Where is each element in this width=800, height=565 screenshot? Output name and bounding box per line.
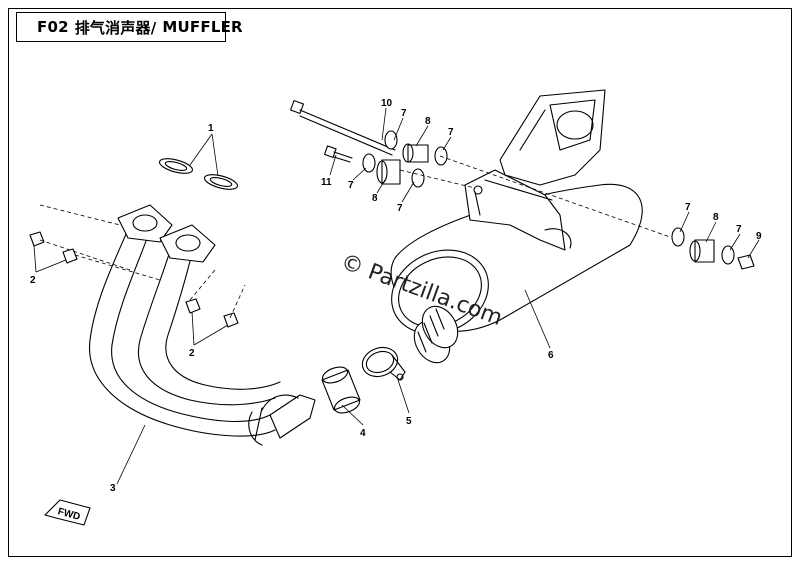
callout-8a: 8 xyxy=(425,116,431,127)
flange-nuts xyxy=(29,231,239,328)
exhaust-clamp xyxy=(361,346,406,381)
callout-2b: 2 xyxy=(189,348,195,359)
callout-4: 4 xyxy=(360,428,366,439)
muffler-inlet xyxy=(413,305,459,364)
callout-labels: 1 2 2 3 4 5 6 7 7 7 7 7 8 8 8 9 10 11 xyxy=(30,98,762,494)
exhaust-header xyxy=(89,224,316,446)
callout-leaders xyxy=(33,107,760,485)
heat-shield-hanger xyxy=(499,89,606,186)
muffler-body xyxy=(390,183,643,335)
title-name-en: MUFFLER xyxy=(162,18,243,36)
muffler-bracket xyxy=(464,169,572,251)
mount-rod xyxy=(484,179,553,201)
callout-7d: 7 xyxy=(397,203,403,214)
callout-7b: 7 xyxy=(448,127,454,138)
callout-7e: 7 xyxy=(685,202,691,213)
assembly-guides xyxy=(39,155,671,319)
callout-2a: 2 xyxy=(30,275,36,286)
callout-10: 10 xyxy=(381,98,393,109)
callout-8b: 8 xyxy=(372,193,378,204)
port-gaskets xyxy=(158,158,239,190)
callout-1: 1 xyxy=(208,123,214,134)
callout-5: 5 xyxy=(406,416,412,427)
short-bolt xyxy=(323,145,353,163)
title-block: F02 排气消声器/ MUFFLER xyxy=(16,12,243,42)
title-code: F02 xyxy=(37,18,69,36)
title-name-cn: 排气消声器/ xyxy=(74,18,157,37)
callout-11: 11 xyxy=(321,177,332,188)
callout-8c: 8 xyxy=(713,212,719,223)
gasket-sleeve xyxy=(321,366,361,414)
header-flanges xyxy=(117,204,216,263)
callout-9: 9 xyxy=(756,231,762,242)
long-bolt xyxy=(290,100,396,156)
callout-7c: 7 xyxy=(348,180,354,191)
callout-7a: 7 xyxy=(401,108,407,119)
callout-7f: 7 xyxy=(736,224,742,235)
forward-arrow xyxy=(44,499,91,526)
drawing-frame xyxy=(8,8,792,557)
callout-6: 6 xyxy=(548,350,554,361)
callout-3: 3 xyxy=(110,483,116,494)
